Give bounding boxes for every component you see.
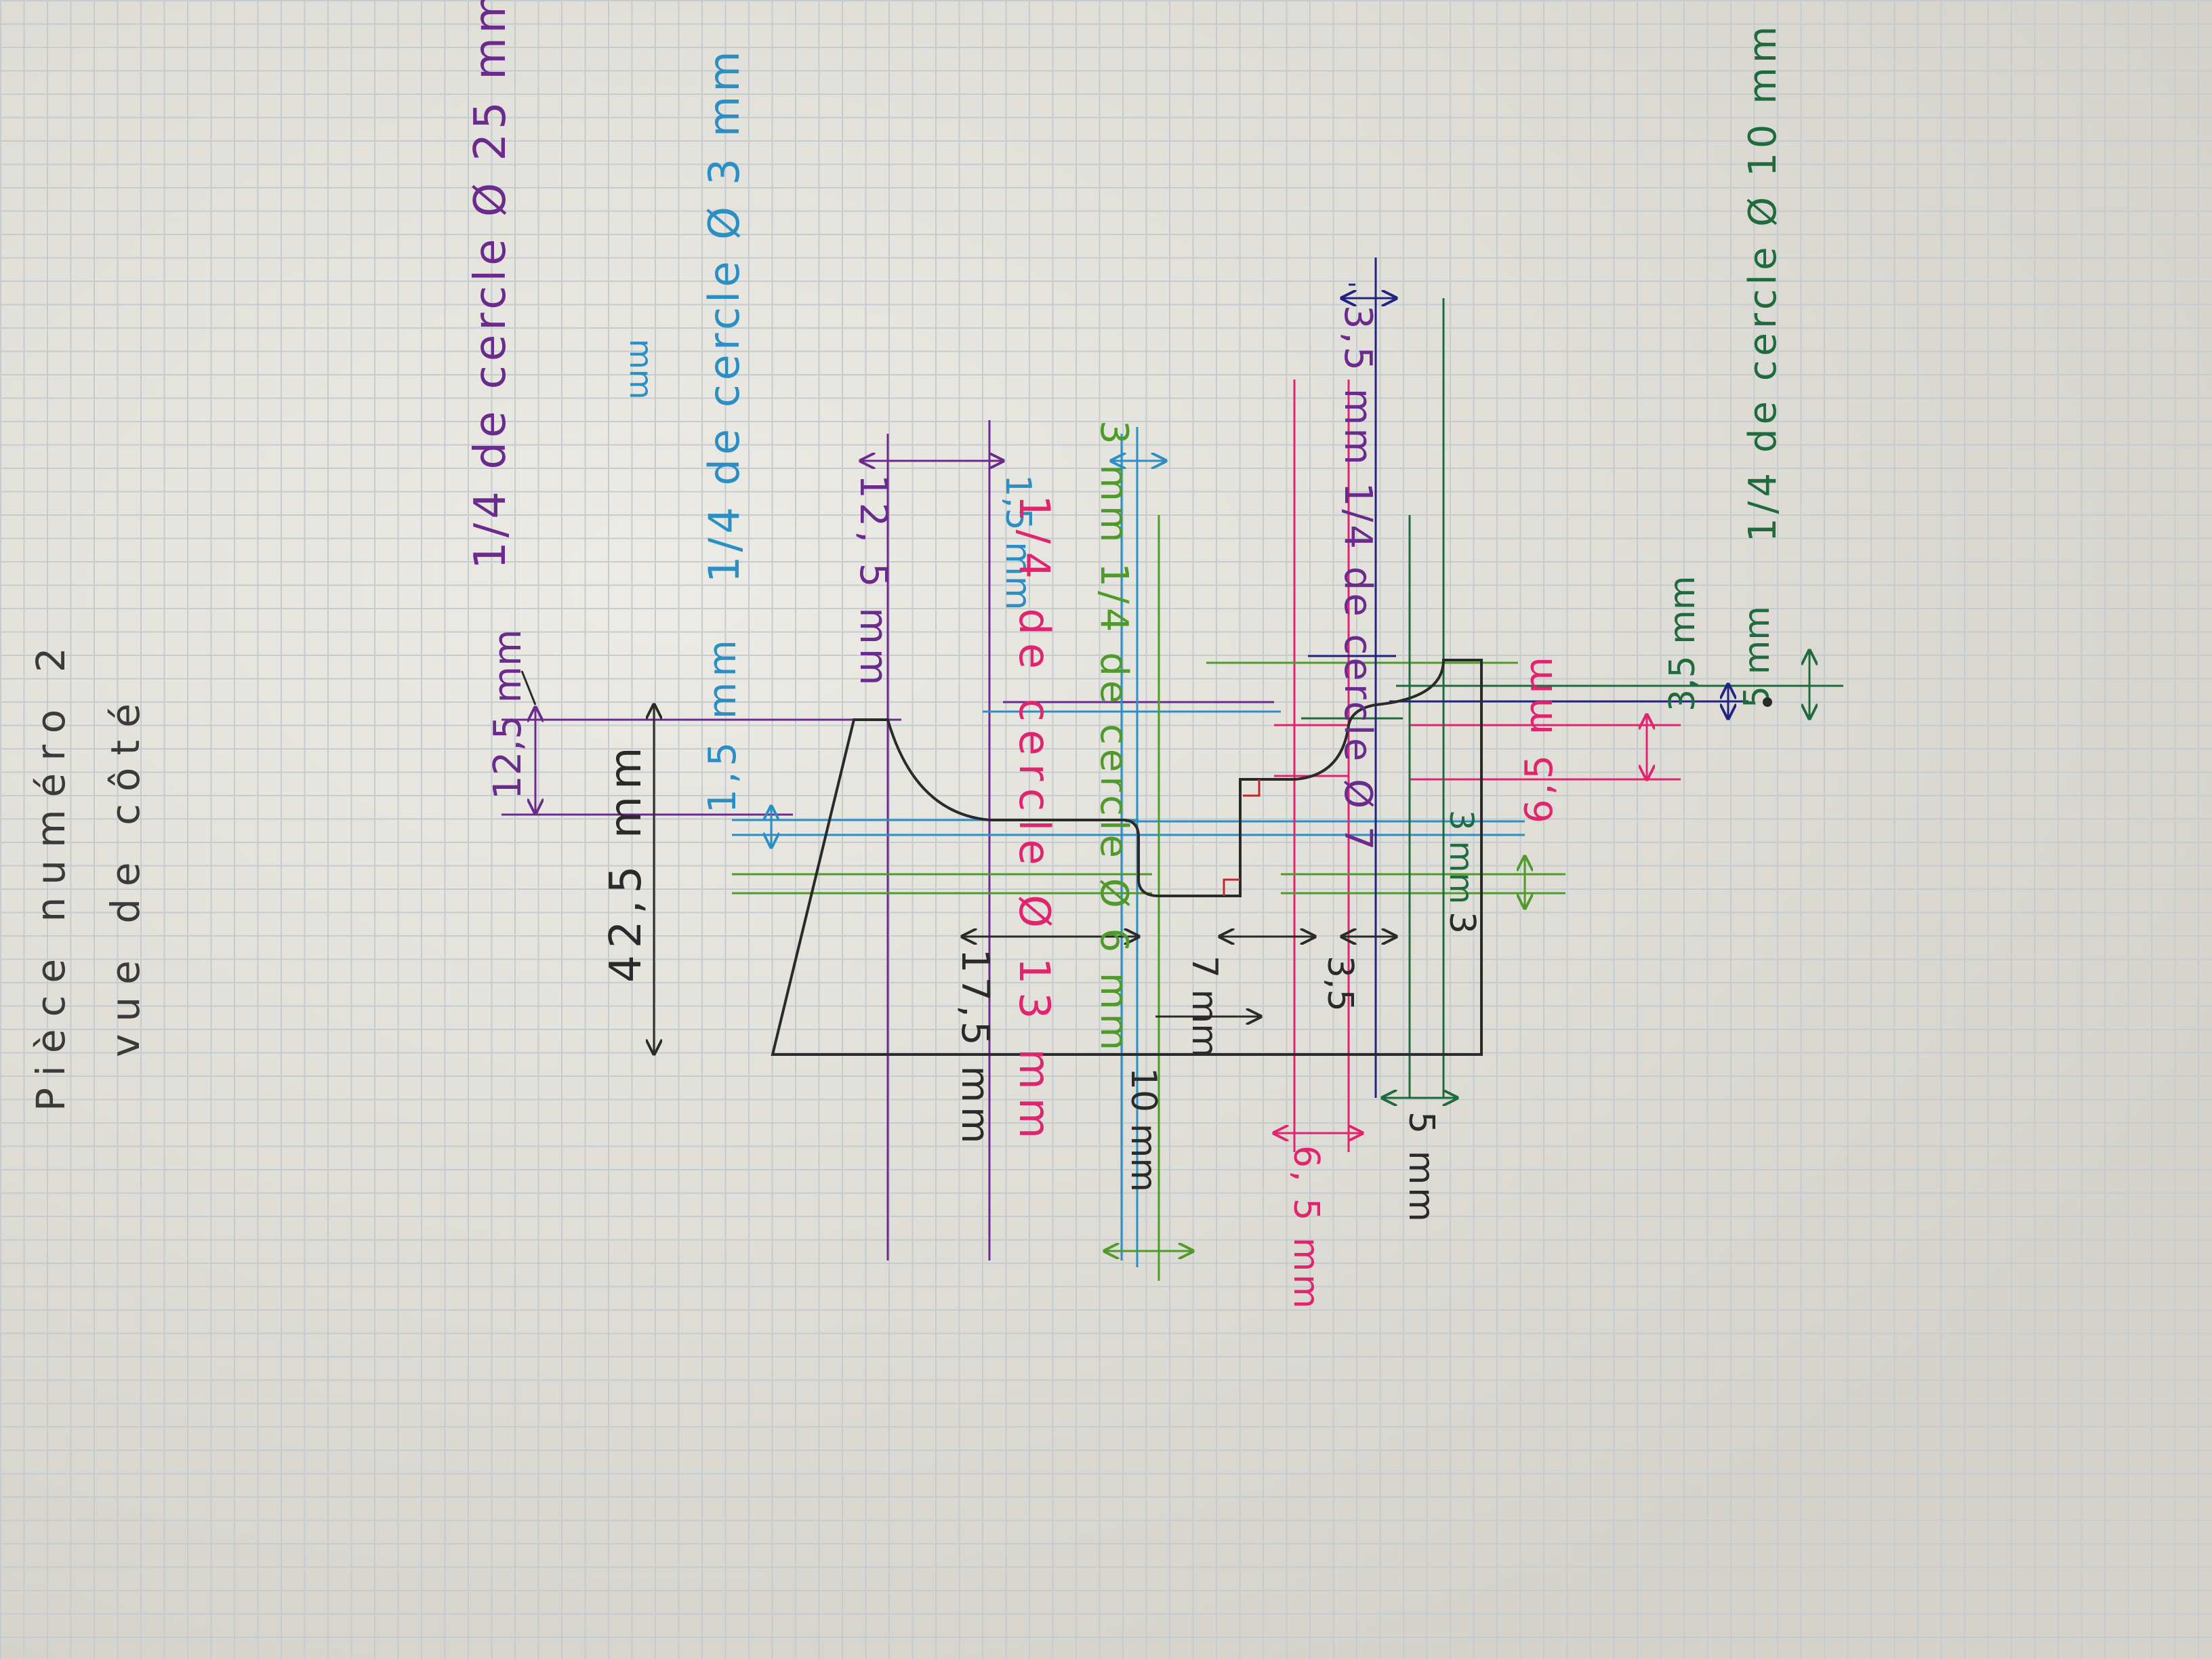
label-pink-6-5: 6,5 mm	[1517, 653, 1561, 823]
label-overall-height: 42,5 mm	[601, 740, 651, 983]
purple-lines	[501, 420, 1274, 1261]
part-outline	[771, 659, 1483, 1056]
label-purple-12-5: 12,5 mm	[486, 629, 530, 800]
label-7: 7 mm	[1184, 956, 1225, 1058]
right-angle-marks	[1223, 779, 1261, 896]
label-dark-5: 5 mm	[1737, 606, 1778, 708]
label-3-5: 3,5	[1319, 956, 1360, 1012]
reference-point	[1763, 697, 1772, 707]
title-line-1: Pièce numéro 2	[28, 635, 74, 1111]
label-dark-arc: 1/4 de cercle Ø 10 mm	[1741, 22, 1785, 542]
navy-lines	[1308, 258, 1748, 1098]
label-purple-12-5b: 12, 5 mm	[851, 474, 895, 689]
label-10: 10 mm	[1123, 1067, 1164, 1192]
label-5-bottom: 5 mm	[1401, 1111, 1441, 1225]
title-block: Pièce numéro 2 vue de côté	[28, 635, 148, 1111]
label-green-arc: 3 mm 1/4 de cercle Ø 6 mm	[1092, 420, 1136, 1054]
title-line-2: vue de côté	[102, 691, 148, 1057]
pink-lines	[1274, 380, 1681, 1152]
label-green-3: 3 mm	[1442, 810, 1480, 904]
label-17-5: 17,5 mm	[953, 949, 997, 1148]
label-pink-arc: 1/4 de cercle Ø 13 mm	[1010, 495, 1059, 1147]
label-navy-3-5: 3,5 mm	[1662, 575, 1703, 712]
label-blue-1-5: 1,5 mm	[701, 634, 745, 813]
label-navy-mm: mm	[623, 339, 659, 400]
label-purple-arc: 1/4 de cercle Ø 25 mm	[466, 0, 516, 569]
label-3: 3	[1441, 912, 1482, 934]
label-pink-6-5b: 6, 5 mm	[1286, 1145, 1326, 1311]
dimension-lines	[520, 298, 1809, 1251]
labels: 1/4 de cercle Ø 25 mm 12,5 mm 42,5 mm 1/…	[466, 0, 1785, 1311]
label-blue-1-5b: 1,5 mm	[998, 474, 1038, 611]
label-navy-arc: 3,5 mm 1/4 de cercle Ø 7	[1336, 305, 1380, 853]
label-blue-arc: 1/4 de cercle Ø 3 mm	[699, 47, 749, 583]
